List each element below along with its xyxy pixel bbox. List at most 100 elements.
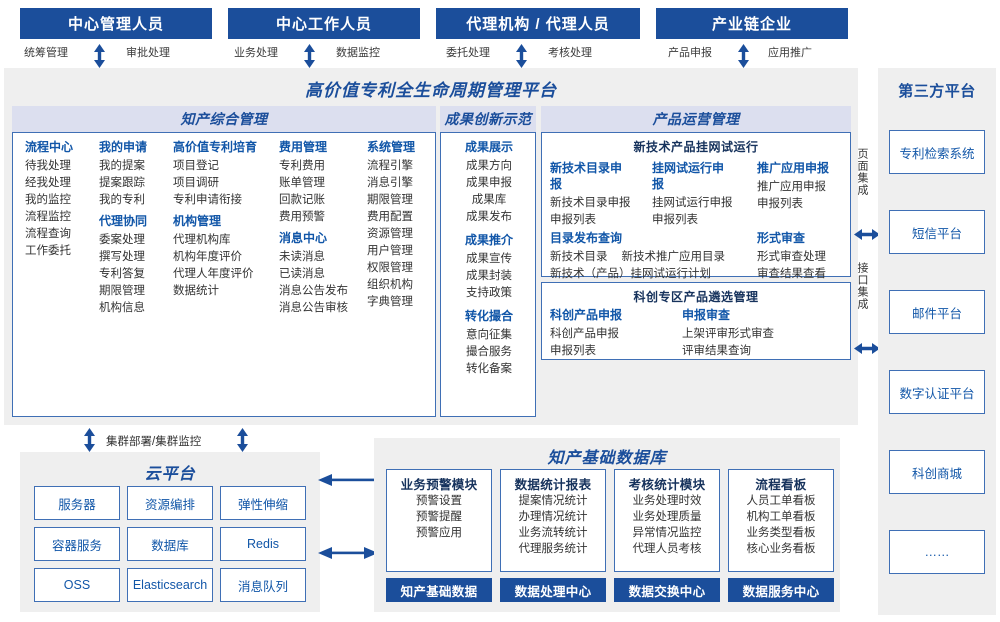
cloud-cell-8[interactable]: 消息队列: [220, 568, 306, 602]
role-bar-1[interactable]: 中心工作人员: [228, 8, 420, 39]
db-item[interactable]: 业务类型看板: [746, 527, 816, 539]
menu-item[interactable]: 新技术推广应用目录: [621, 251, 726, 263]
menu-item[interactable]: 成果发布: [466, 211, 512, 223]
menu-item[interactable]: 撰写处理: [99, 251, 145, 263]
db-item[interactable]: 业务处理时效: [632, 495, 702, 507]
cloud-cell-0[interactable]: 服务器: [34, 486, 120, 520]
db-item[interactable]: 业务处理质量: [632, 511, 702, 523]
menu-item[interactable]: 字典管理: [367, 296, 413, 308]
cloud-cell-1[interactable]: 资源编排: [127, 486, 213, 520]
menu-item[interactable]: 形式审查处理: [757, 251, 826, 263]
third-party-item-5[interactable]: ……: [889, 530, 985, 574]
db-item[interactable]: 人员工单看板: [746, 495, 816, 507]
menu-item[interactable]: 待我处理: [25, 160, 71, 172]
menu-item[interactable]: 撮合服务: [466, 346, 512, 358]
db-foot-2[interactable]: 数据交换中心: [614, 578, 720, 602]
third-party-item-1[interactable]: 短信平台: [889, 210, 985, 254]
db-item[interactable]: 业务流转统计: [518, 527, 588, 539]
menu-item[interactable]: 资源管理: [367, 228, 413, 240]
menu-item[interactable]: 机构年度评价: [173, 251, 242, 263]
menu-item[interactable]: 代理人年度评价: [173, 268, 254, 280]
menu-item[interactable]: 权限管理: [367, 262, 413, 274]
menu-item[interactable]: 已读消息: [279, 268, 325, 280]
menu-item[interactable]: 新技术目录: [550, 251, 608, 263]
third-party-item-4[interactable]: 科创商城: [889, 450, 985, 494]
menu-item[interactable]: 未读消息: [279, 251, 325, 263]
menu-item[interactable]: 转化备案: [466, 363, 512, 375]
menu-item[interactable]: 申报列表: [652, 214, 698, 226]
menu-item[interactable]: 成果宣传: [466, 253, 512, 265]
menu-item[interactable]: 成果封装: [466, 270, 512, 282]
menu-item[interactable]: 意向征集: [466, 329, 512, 341]
db-item[interactable]: 预警设置: [416, 495, 462, 507]
menu-item[interactable]: 期限管理: [367, 194, 413, 206]
cloud-cell-7[interactable]: Elasticsearch: [127, 568, 213, 602]
menu-item[interactable]: 成果方向: [466, 160, 512, 172]
menu-item[interactable]: 科创产品申报: [550, 328, 619, 340]
cloud-cell-3[interactable]: 容器服务: [34, 527, 120, 561]
menu-item[interactable]: 期限管理: [99, 285, 145, 297]
menu-item[interactable]: 新技术目录申报: [550, 197, 631, 209]
menu-item[interactable]: 成果库: [471, 194, 507, 206]
menu-item[interactable]: 委案处理: [99, 234, 145, 246]
menu-item[interactable]: 上架评审形式审查: [682, 328, 774, 340]
db-item[interactable]: 核心业务看板: [746, 543, 816, 555]
menu-item[interactable]: 我的监控: [25, 194, 71, 206]
menu-item[interactable]: 我的专利: [99, 194, 145, 206]
db-item[interactable]: 代理服务统计: [518, 543, 588, 555]
menu-item[interactable]: 流程监控: [25, 211, 71, 223]
menu-item[interactable]: 审查结果查看: [757, 268, 826, 280]
menu-item[interactable]: 回款记账: [279, 194, 325, 206]
db-item[interactable]: 提案情况统计: [518, 495, 588, 507]
role-bar-3[interactable]: 产业链企业: [656, 8, 848, 39]
third-party-item-0[interactable]: 专利检索系统: [889, 130, 985, 174]
db-item[interactable]: 机构工单看板: [746, 511, 816, 523]
menu-item[interactable]: 流程引擎: [367, 160, 413, 172]
cloud-cell-4[interactable]: 数据库: [127, 527, 213, 561]
menu-item[interactable]: 新技术（产品）挂网试运行计划: [550, 268, 711, 280]
menu-item[interactable]: 数据统计: [173, 285, 219, 297]
menu-item[interactable]: 组织机构: [367, 279, 413, 291]
menu-item[interactable]: 申报列表: [550, 214, 596, 226]
menu-item[interactable]: 支持政策: [466, 287, 512, 299]
menu-item[interactable]: 提案跟踪: [99, 177, 145, 189]
menu-item[interactable]: 消息引擎: [367, 177, 413, 189]
role-bar-0[interactable]: 中心管理人员: [20, 8, 212, 39]
menu-item[interactable]: 专利申请衔接: [173, 194, 242, 206]
menu-item[interactable]: 用户管理: [367, 245, 413, 257]
cloud-cell-2[interactable]: 弹性伸缩: [220, 486, 306, 520]
db-foot-3[interactable]: 数据服务中心: [728, 578, 834, 602]
db-item[interactable]: 办理情况统计: [518, 511, 588, 523]
menu-item[interactable]: 我的提案: [99, 160, 145, 172]
db-item[interactable]: 异常情况监控: [632, 527, 702, 539]
menu-item[interactable]: 申报列表: [757, 198, 803, 210]
menu-item[interactable]: 项目调研: [173, 177, 219, 189]
menu-item[interactable]: 流程查询: [25, 228, 71, 240]
db-foot-1[interactable]: 数据处理中心: [500, 578, 606, 602]
menu-item[interactable]: 机构信息: [99, 302, 145, 314]
db-item[interactable]: 代理人员考核: [632, 543, 702, 555]
menu-item[interactable]: 项目登记: [173, 160, 219, 172]
menu-item[interactable]: 经我处理: [25, 177, 71, 189]
third-party-item-3[interactable]: 数字认证平台: [889, 370, 985, 414]
cloud-cell-5[interactable]: Redis: [220, 527, 306, 561]
third-party-item-2[interactable]: 邮件平台: [889, 290, 985, 334]
db-item[interactable]: 预警提醒: [416, 511, 462, 523]
menu-item[interactable]: 申报列表: [550, 345, 596, 357]
menu-item[interactable]: 费用配置: [367, 211, 413, 223]
menu-item[interactable]: 代理机构库: [173, 234, 231, 246]
menu-item[interactable]: 消息公告审核: [279, 302, 348, 314]
menu-item[interactable]: 成果申报: [466, 177, 512, 189]
menu-item[interactable]: 账单管理: [279, 177, 325, 189]
menu-item[interactable]: 挂网试运行申报: [652, 197, 733, 209]
menu-item[interactable]: 工作委托: [25, 245, 71, 257]
menu-item[interactable]: 专利答复: [99, 268, 145, 280]
menu-item[interactable]: 专利费用: [279, 160, 325, 172]
db-foot-0[interactable]: 知产基础数据: [386, 578, 492, 602]
menu-item[interactable]: 费用预警: [279, 211, 325, 223]
menu-item[interactable]: 推广应用申报: [757, 181, 826, 193]
menu-item[interactable]: 评审结果查询: [682, 345, 751, 357]
menu-item[interactable]: 消息公告发布: [279, 285, 348, 297]
cloud-cell-6[interactable]: OSS: [34, 568, 120, 602]
role-bar-2[interactable]: 代理机构 / 代理人员: [436, 8, 640, 39]
